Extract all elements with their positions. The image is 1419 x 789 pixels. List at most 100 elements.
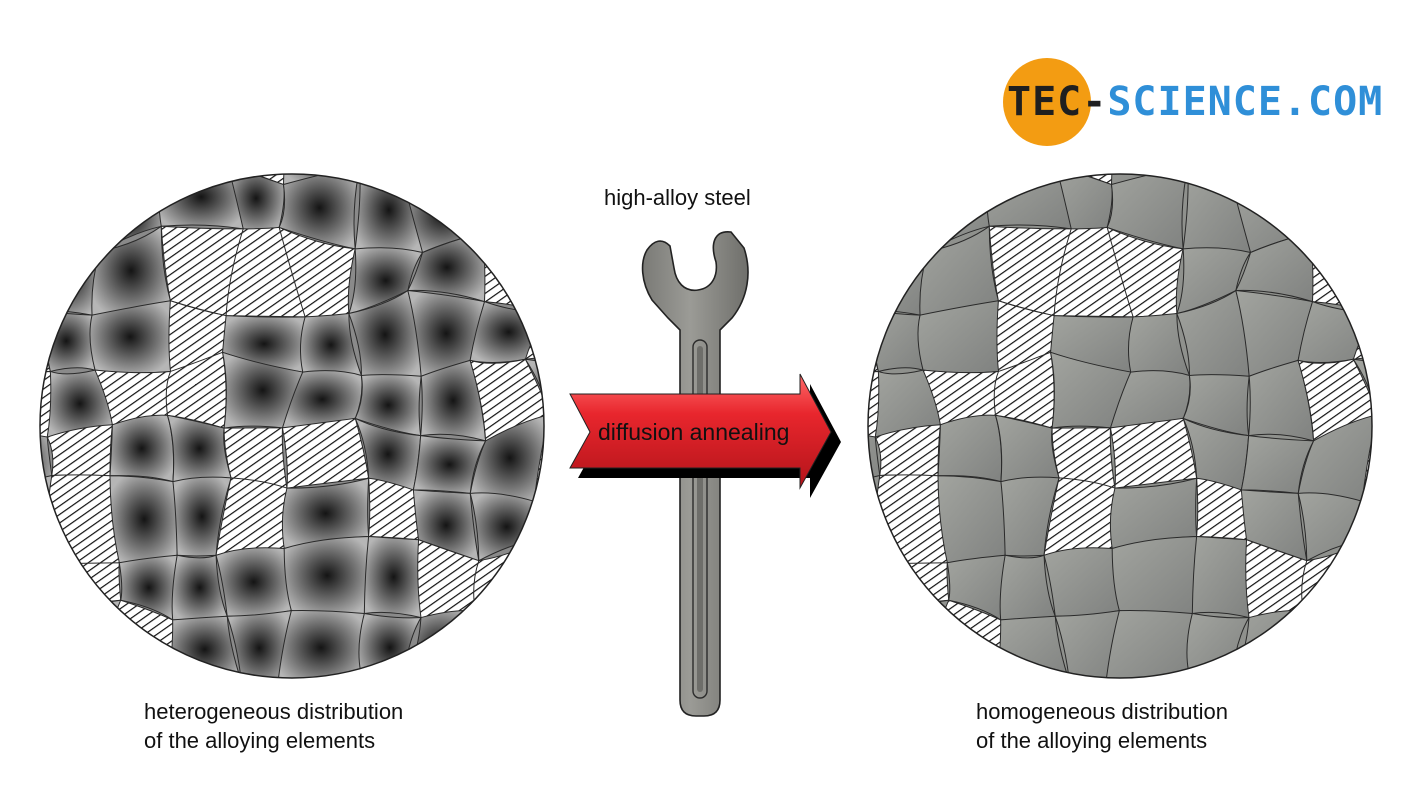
logo-science: SCIENCE bbox=[1107, 79, 1283, 125]
logo-tec: TEC bbox=[1007, 79, 1083, 125]
ferrite-grain bbox=[283, 536, 371, 615]
logo-text: TEC-SCIENCE.COM bbox=[1007, 80, 1383, 124]
ferrite-grain bbox=[465, 660, 534, 678]
ferrite-grain bbox=[40, 672, 52, 678]
ferrite-grain bbox=[40, 174, 45, 243]
ferrite-grain bbox=[1111, 536, 1199, 615]
heterogeneous-caption-line2: of the alloying elements bbox=[144, 728, 376, 753]
ferrite-grain bbox=[40, 309, 96, 373]
logo-com: .COM bbox=[1282, 79, 1384, 125]
ferrite-grain bbox=[868, 241, 929, 316]
pearlite-grain bbox=[533, 413, 544, 502]
pearlite-grain bbox=[40, 366, 52, 438]
pearlite-grain bbox=[0, 611, 33, 687]
logo-dash: - bbox=[1082, 79, 1108, 125]
ferrite-grain bbox=[1373, 173, 1419, 254]
ferrite-grain bbox=[533, 493, 544, 557]
ferrite-grain bbox=[158, 174, 244, 230]
ferrite-grain bbox=[1297, 300, 1372, 363]
pearlite-grain bbox=[868, 174, 871, 186]
ferrite-grain bbox=[215, 547, 292, 617]
pearlite-grain bbox=[1360, 603, 1372, 670]
pearlite-grain bbox=[868, 184, 942, 253]
pearlite-grain bbox=[868, 293, 880, 372]
ferrite-grain bbox=[401, 174, 486, 190]
pearlite-grain bbox=[527, 661, 544, 678]
pearlite-grain bbox=[868, 562, 950, 612]
arrow-right-icon bbox=[569, 373, 841, 498]
pearlite-grain bbox=[40, 293, 52, 372]
ferrite-grain bbox=[868, 672, 940, 678]
ferrite-grain bbox=[1228, 659, 1304, 678]
ferrite-grain bbox=[400, 659, 476, 678]
ferrite-grain bbox=[1361, 493, 1372, 557]
pearlite-grain bbox=[1352, 292, 1372, 360]
process-label: diffusion annealing bbox=[598, 419, 790, 445]
pearlite-grain bbox=[40, 553, 51, 620]
pearlite-grain bbox=[1361, 413, 1372, 502]
ferrite-grain bbox=[868, 672, 880, 678]
logo-dot-icon bbox=[1003, 58, 1091, 146]
pearlite-grain bbox=[281, 417, 370, 489]
ferrite-grain bbox=[40, 241, 101, 316]
pearlite-grain bbox=[40, 184, 114, 253]
ferrite-grain bbox=[277, 610, 365, 678]
ferrite-grain bbox=[1191, 536, 1252, 619]
heterogeneous-caption-line1: heterogeneous distribution bbox=[144, 699, 404, 724]
ferrite-grain bbox=[1105, 610, 1193, 678]
ferrite-grain bbox=[1367, 536, 1372, 612]
homogeneous-micrograph bbox=[810, 173, 1419, 687]
ferrite-grain bbox=[1054, 610, 1120, 678]
ferrite-grain bbox=[1290, 174, 1372, 256]
ferrite-grain bbox=[545, 173, 602, 254]
ferrite-grain bbox=[868, 174, 873, 243]
ferrite-grain bbox=[1293, 660, 1362, 678]
ferrite-grain bbox=[469, 300, 544, 363]
ferrite-grain bbox=[109, 475, 180, 564]
ferrite-grain bbox=[868, 599, 950, 678]
ferrite-grain bbox=[1043, 547, 1120, 617]
pearlite-grain bbox=[524, 292, 544, 360]
ferrite-grain bbox=[868, 474, 883, 565]
ferrite-grain bbox=[40, 672, 112, 678]
ferrite-grain bbox=[937, 414, 1003, 483]
pearlite-grain bbox=[868, 553, 879, 620]
ferrite-grain bbox=[363, 536, 424, 619]
pearlite-grain bbox=[1355, 661, 1372, 678]
pearlite-grain bbox=[1109, 417, 1198, 489]
ferrite-grain bbox=[40, 235, 45, 312]
ferrite-grain bbox=[40, 174, 114, 188]
ferrite-grain bbox=[109, 414, 175, 483]
ferrite-grain bbox=[463, 174, 544, 190]
pearlite-grain bbox=[532, 603, 544, 670]
ferrite-grain bbox=[925, 174, 989, 191]
ferrite-grain bbox=[539, 536, 544, 612]
ferrite-grain bbox=[40, 474, 55, 565]
material-label: high-alloy steel bbox=[604, 185, 751, 210]
pearlite-grain bbox=[40, 562, 122, 612]
ferrite-grain bbox=[226, 610, 292, 678]
homogeneous-caption-line2: of the alloying elements bbox=[976, 728, 1208, 753]
pearlite-grain bbox=[157, 174, 229, 191]
ferrite-grain bbox=[868, 235, 873, 312]
ferrite-grain bbox=[1301, 609, 1372, 670]
ferrite-grain bbox=[529, 174, 544, 181]
brand-logo[interactable]: TEC-SCIENCE.COM bbox=[1003, 58, 1403, 146]
ferrite-grain bbox=[868, 174, 942, 188]
ferrite-grain bbox=[40, 424, 53, 503]
homogeneous-caption-line1: homogeneous distribution bbox=[976, 699, 1228, 724]
heterogeneous-micrograph bbox=[0, 173, 602, 687]
ferrite-grain bbox=[868, 309, 924, 373]
ferrite-grain bbox=[937, 475, 1008, 564]
ferrite-grain bbox=[342, 174, 410, 179]
ferrite-grain bbox=[545, 230, 602, 313]
ferrite-grain bbox=[473, 609, 544, 670]
ferrite-grain bbox=[1373, 230, 1419, 313]
ferrite-grain bbox=[97, 174, 161, 191]
ferrite-grain bbox=[40, 599, 122, 678]
ferrite-grain bbox=[986, 174, 1072, 230]
pearlite-grain bbox=[810, 611, 861, 687]
ferrite-grain bbox=[462, 174, 544, 256]
pearlite-grain bbox=[40, 174, 43, 186]
